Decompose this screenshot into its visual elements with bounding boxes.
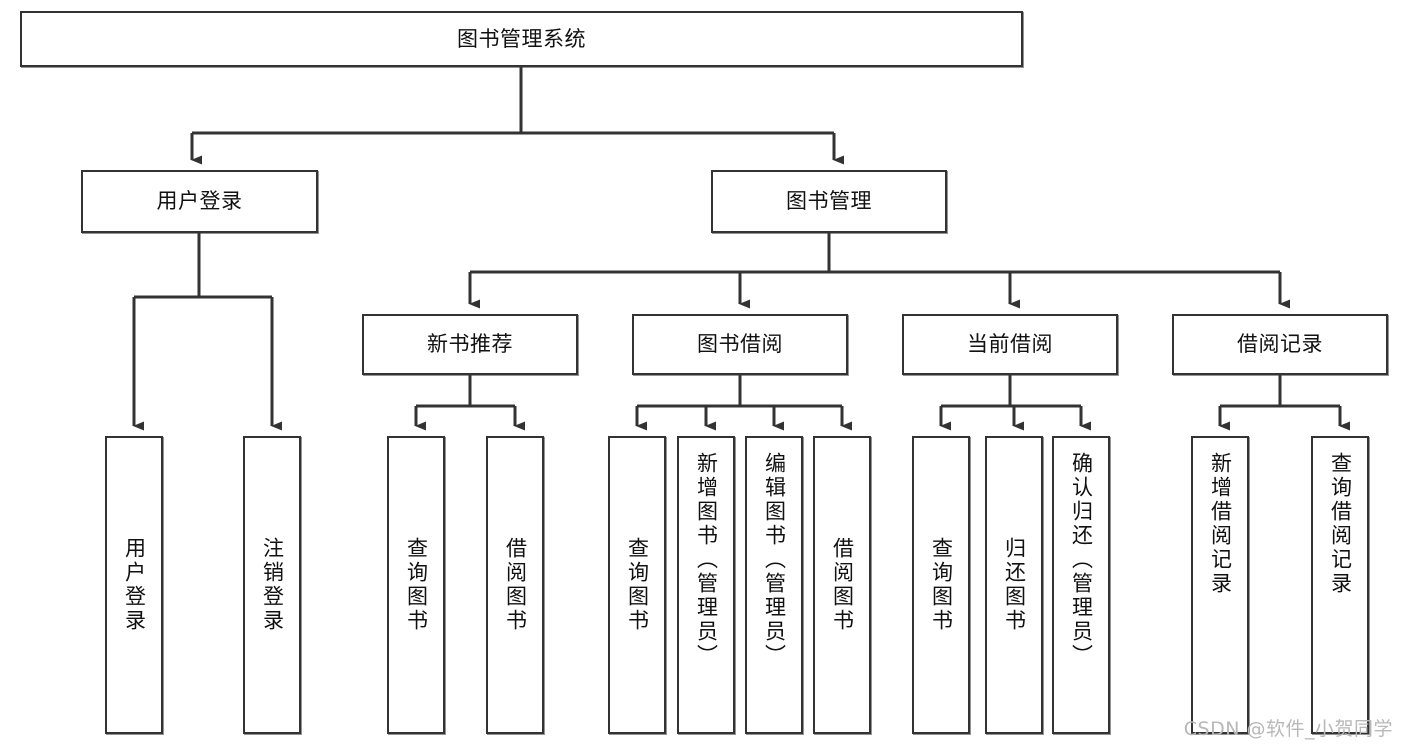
node-leaf-query-book-3[interactable]: 查询图书 <box>912 436 970 734</box>
node-leaf-borrow-book-1[interactable]: 借阅图书 <box>486 436 544 734</box>
node-user-login[interactable]: 用户登录 <box>81 170 318 233</box>
watermark-text: CSDN @软件_小贺同学 <box>1183 718 1393 740</box>
node-root-label: 图书管理系统 <box>457 26 586 51</box>
node-root[interactable]: 图书管理系统 <box>20 11 1023 67</box>
node-leaf-user-logout[interactable]: 注销登录 <box>243 436 301 734</box>
node-leaf-borrow-book-2[interactable]: 借阅图书 <box>813 436 871 734</box>
node-book-manage-label: 图书管理 <box>786 189 872 214</box>
node-leaf-add-book[interactable]: 新增图书（管理员） <box>677 436 735 734</box>
node-leaf-confirm-return[interactable]: 确认归还（管理员） <box>1052 436 1110 734</box>
node-book-manage[interactable]: 图书管理 <box>711 170 947 233</box>
node-book-borrow[interactable]: 图书借阅 <box>632 314 848 375</box>
node-leaf-user-login-label: 用户登录 <box>122 537 147 633</box>
node-user-login-label: 用户登录 <box>156 189 243 214</box>
node-leaf-borrow-book-2-label: 借阅图书 <box>830 537 855 633</box>
node-leaf-add-book-label: 新增图书（管理员） <box>694 452 719 668</box>
node-new-book-recommend[interactable]: 新书推荐 <box>362 314 578 375</box>
node-book-borrow-label: 图书借阅 <box>697 332 783 357</box>
node-leaf-add-record-label: 新增借阅记录 <box>1208 452 1233 596</box>
node-leaf-user-logout-label: 注销登录 <box>260 537 285 633</box>
node-leaf-edit-book[interactable]: 编辑图书（管理员） <box>745 436 803 734</box>
node-borrow-record-label: 借阅记录 <box>1237 332 1323 357</box>
node-leaf-query-record[interactable]: 查询借阅记录 <box>1311 436 1369 734</box>
node-leaf-return-book[interactable]: 归还图书 <box>985 436 1043 734</box>
node-leaf-return-book-label: 归还图书 <box>1002 537 1027 633</box>
node-leaf-borrow-book-1-label: 借阅图书 <box>503 537 528 633</box>
node-new-book-recommend-label: 新书推荐 <box>427 332 513 357</box>
node-current-borrow[interactable]: 当前借阅 <box>902 314 1118 375</box>
node-current-borrow-label: 当前借阅 <box>967 332 1053 357</box>
node-leaf-query-book-1[interactable]: 查询图书 <box>387 436 445 734</box>
node-borrow-record[interactable]: 借阅记录 <box>1172 314 1388 375</box>
node-leaf-query-book-1-label: 查询图书 <box>404 537 429 633</box>
node-leaf-query-record-label: 查询借阅记录 <box>1328 452 1353 596</box>
node-leaf-user-login[interactable]: 用户登录 <box>105 436 163 734</box>
node-leaf-query-book-2-label: 查询图书 <box>625 537 650 633</box>
node-leaf-query-book-3-label: 查询图书 <box>929 537 954 633</box>
node-leaf-confirm-return-label: 确认归还（管理员） <box>1069 452 1094 668</box>
node-leaf-add-record[interactable]: 新增借阅记录 <box>1191 436 1249 734</box>
node-leaf-edit-book-label: 编辑图书（管理员） <box>762 452 787 668</box>
node-leaf-query-book-2[interactable]: 查询图书 <box>608 436 666 734</box>
